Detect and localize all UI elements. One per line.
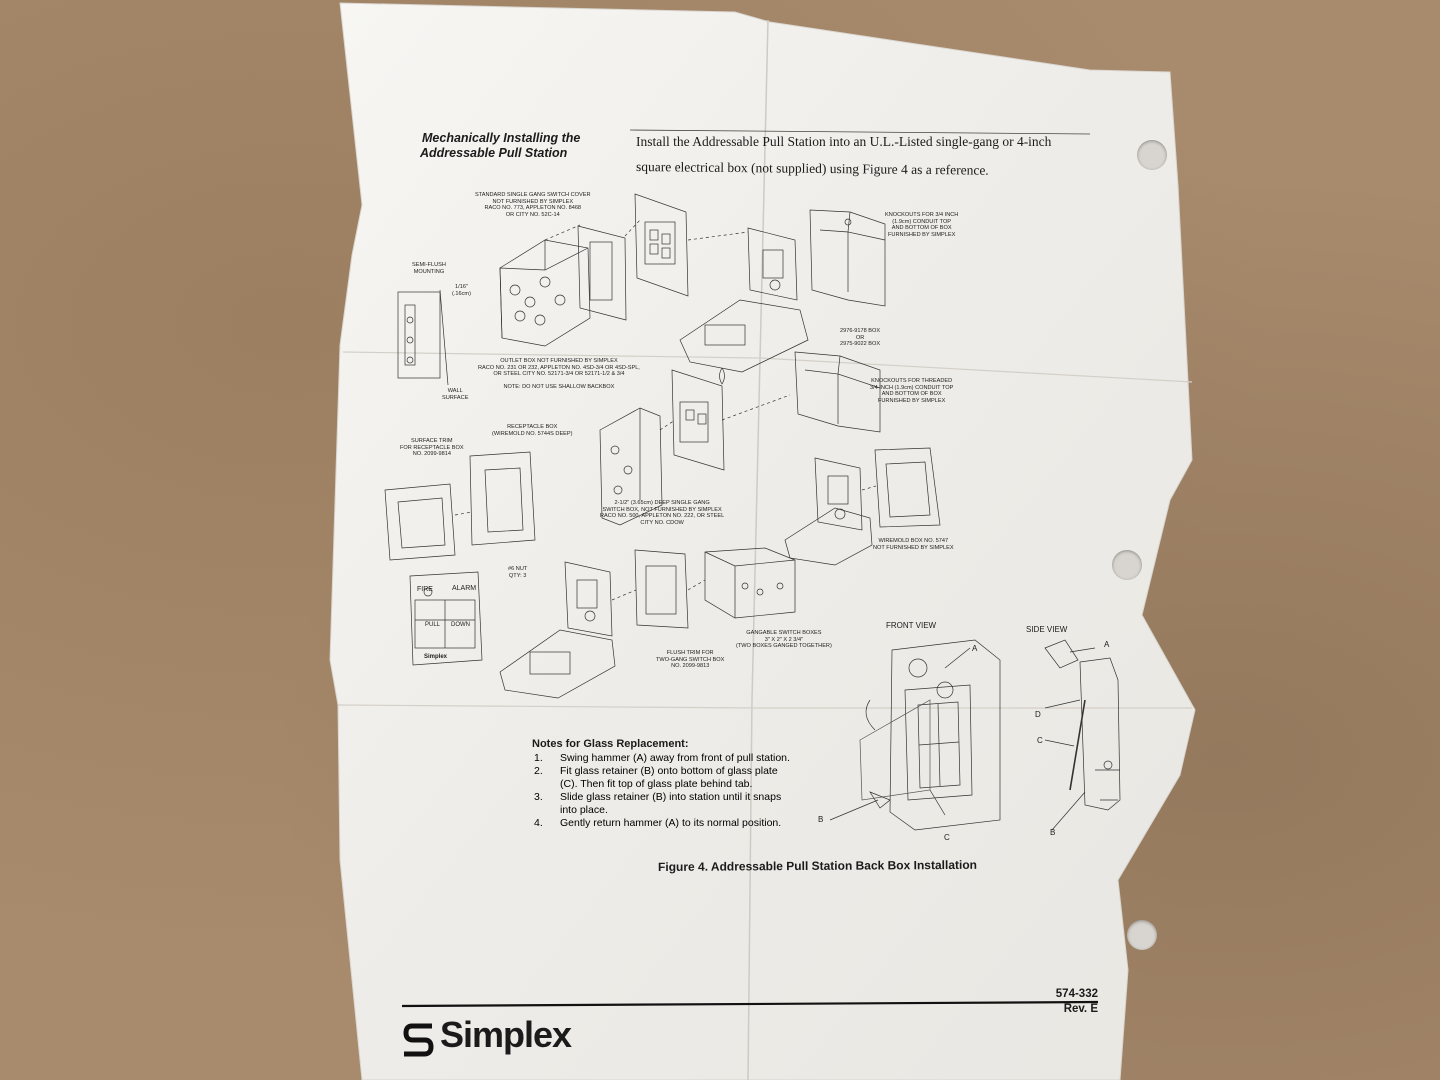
simplex-logo-mark bbox=[403, 1023, 434, 1057]
label-knockouts-threaded: KNOCKOUTS FOR THREADED 3/4 INCH (1.9cm) … bbox=[870, 378, 954, 404]
label-receptacle-box: RECEPTACLE BOX (WIREMOLD NO. 5744S DEEP) bbox=[492, 424, 573, 437]
label-outlet-box: OUTLET BOX NOT FURNISHED BY SIMPLEX RACO… bbox=[478, 358, 640, 390]
binder-hole-bottom bbox=[1127, 920, 1157, 950]
callout-b-front: B bbox=[818, 815, 824, 824]
station-closed bbox=[671, 369, 725, 471]
semi-flush-section bbox=[397, 291, 441, 379]
device-brand-label: Simplex bbox=[424, 654, 448, 660]
station-open-2 bbox=[814, 457, 863, 531]
callout-c-side: C bbox=[1037, 736, 1043, 745]
label-deep-switch-box: 2-1/2" (3.65cm) DEEP SINGLE GANG SWITCH … bbox=[600, 500, 725, 526]
device-fire-label: FIRE bbox=[417, 586, 433, 593]
callout-c-front: C bbox=[944, 833, 950, 842]
label-knockouts-34: KNOCKOUTS FOR 3/4 INCH (1.9cm) CONDUIT T… bbox=[885, 212, 959, 238]
binder-hole-top bbox=[1137, 140, 1167, 170]
list-item: 4.Gently return hammer (A) to its normal… bbox=[534, 817, 782, 829]
receptacle-box bbox=[469, 451, 536, 546]
fold-vertical bbox=[747, 19, 769, 1080]
brand-logo-text: Simplex bbox=[440, 1014, 572, 1055]
callout-a-front: A bbox=[972, 644, 978, 653]
device-pull-label: PULL bbox=[425, 622, 441, 628]
mud-ring bbox=[577, 225, 627, 321]
label-wall-surface: WALL SURFACE bbox=[442, 388, 469, 401]
flush-trim bbox=[634, 549, 689, 629]
device-down-label: DOWN bbox=[451, 622, 470, 628]
document-number: 574-332 bbox=[1055, 988, 1098, 1000]
label-flush-trim: FLUSH TRIM FOR TWO-GANG SWITCH BOX NO. 2… bbox=[656, 650, 725, 670]
list-item: 1.Swing hammer (A) away from front of pu… bbox=[534, 752, 790, 764]
list-item: (C). Then fit top of glass plate behind … bbox=[560, 778, 753, 790]
fold-horizontal-top bbox=[342, 351, 1193, 383]
pull-station-front bbox=[409, 571, 483, 666]
surface-trim bbox=[384, 483, 456, 561]
label-nut: #6 NUT QTY: 3 bbox=[508, 566, 528, 579]
callout-a-side: A bbox=[1104, 640, 1110, 649]
notes-list: 1.Swing hammer (A) away from front of pu… bbox=[534, 752, 790, 829]
side-view-label: SIDE VIEW bbox=[1026, 625, 1068, 634]
station-open-3 bbox=[564, 561, 613, 637]
label-2976-box: 2976-9178 BOX OR 2975-9022 BOX bbox=[840, 328, 881, 348]
footer-rule bbox=[401, 1000, 1099, 1008]
side-view-hammer bbox=[1044, 639, 1079, 669]
header-rule bbox=[629, 129, 1091, 135]
intro-line1: Install the Addressable Pull Station int… bbox=[636, 134, 1052, 149]
binder-hole-middle bbox=[1112, 550, 1142, 580]
label-semi-flush: SEMI-FLUSH MOUNTING bbox=[412, 262, 446, 275]
device-alarm-label: ALARM bbox=[452, 585, 477, 592]
section-heading-line1: Mechanically Installing the bbox=[422, 131, 581, 145]
switch-plate bbox=[634, 193, 689, 297]
label-gangable-boxes: GANGABLE SWITCH BOXES 3" X 2" X 2 3/4" (… bbox=[736, 630, 832, 650]
wiremold-box bbox=[874, 447, 941, 528]
list-item: into place. bbox=[560, 804, 608, 816]
front-view-label: FRONT VIEW bbox=[886, 621, 937, 630]
notes-title: Notes for Glass Replacement: bbox=[532, 738, 689, 750]
revision: Rev. E bbox=[1063, 1003, 1098, 1015]
label-dimension: 1/16" (.16cm) bbox=[452, 284, 471, 297]
side-view-body bbox=[1079, 657, 1121, 811]
section-heading-line2: Addressable Pull Station bbox=[420, 146, 568, 160]
front-view-station bbox=[889, 639, 1001, 831]
gangable-boxes bbox=[704, 547, 796, 619]
paper-sheet bbox=[329, 2, 1196, 1080]
label-standard-cover: STANDARD SINGLE GANG SWITCH COVER NOT FU… bbox=[475, 192, 591, 218]
callout-d: D bbox=[1035, 710, 1041, 719]
label-wiremold-box: WIREMOLD BOX NO. 5747 NOT FURNISHED BY S… bbox=[873, 538, 954, 551]
station-open-1 bbox=[747, 227, 798, 301]
label-surface-trim: SURFACE TRIM FOR RECEPTACLE BOX NO. 2099… bbox=[400, 438, 464, 458]
figure-caption: Figure 4. Addressable Pull Station Back … bbox=[657, 857, 978, 874]
list-item: 2.Fit glass retainer (B) onto bottom of … bbox=[534, 765, 778, 777]
figure-line-art bbox=[384, 193, 1121, 831]
callout-b-side: B bbox=[1050, 828, 1056, 837]
fold-horizontal-bottom bbox=[337, 704, 1192, 709]
list-item: 3.Slide glass retainer (B) into station … bbox=[534, 791, 782, 803]
